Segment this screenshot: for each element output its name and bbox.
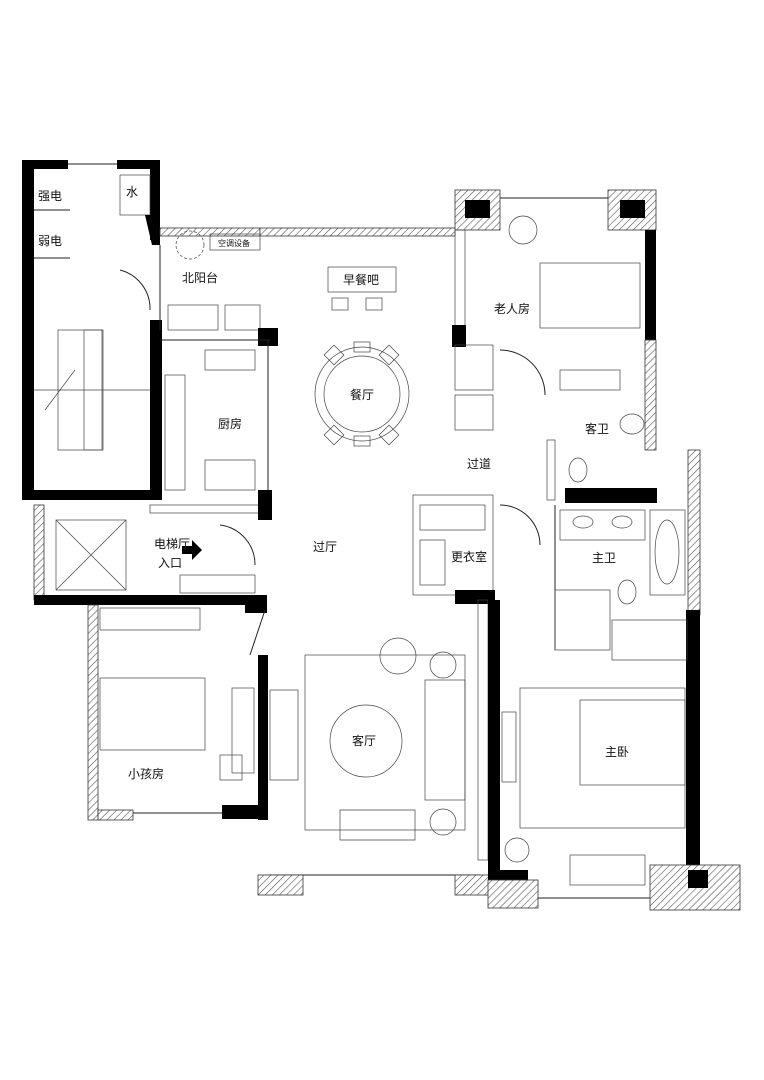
staircase bbox=[34, 269, 151, 451]
label-north-balcony: 北阳台 bbox=[182, 270, 218, 285]
label-elder-room: 老人房 bbox=[494, 301, 530, 316]
label-guest-bath: 客卫 bbox=[585, 421, 609, 436]
label-master-bath: 主卫 bbox=[592, 551, 616, 565]
living-room bbox=[257, 599, 491, 896]
master-bath bbox=[554, 449, 701, 651]
label-ac-equipment: 空调设备 bbox=[218, 238, 250, 248]
entrance-arrow-icon bbox=[182, 540, 202, 560]
label-water: 水 bbox=[126, 185, 138, 199]
closet bbox=[412, 494, 541, 604]
label-kitchen: 厨房 bbox=[218, 416, 242, 431]
label-living: 客厅 bbox=[352, 733, 376, 748]
label-corridor: 过道 bbox=[467, 457, 491, 471]
stair-block-walls bbox=[22, 160, 162, 500]
label-strong-elec: 强电 bbox=[38, 189, 62, 203]
north-walls bbox=[159, 227, 456, 520]
kids-room bbox=[87, 604, 267, 821]
label-master-bedroom: 主卧 bbox=[605, 745, 629, 759]
master-bedroom bbox=[487, 600, 741, 911]
elevator-hall bbox=[33, 504, 267, 613]
dining-furniture bbox=[314, 266, 410, 447]
guest-bath bbox=[546, 413, 657, 503]
label-closet: 更衣室 bbox=[451, 549, 487, 564]
label-foyer: 过厅 bbox=[313, 540, 337, 554]
label-kids-room: 小孩房 bbox=[128, 766, 164, 781]
elder-room bbox=[452, 189, 657, 451]
room-labels: 强电 水 弱电 北阳台 空调设备 早餐吧 餐厅 老人房 客卫 厨房 过道 电梯厅… bbox=[38, 185, 629, 781]
label-dining: 餐厅 bbox=[350, 387, 374, 402]
label-weak-elec: 弱电 bbox=[38, 234, 62, 248]
label-breakfast-bar: 早餐吧 bbox=[343, 272, 379, 287]
label-elevator-hall: 电梯厅 bbox=[154, 537, 190, 551]
label-entrance: 入口 bbox=[158, 556, 182, 570]
